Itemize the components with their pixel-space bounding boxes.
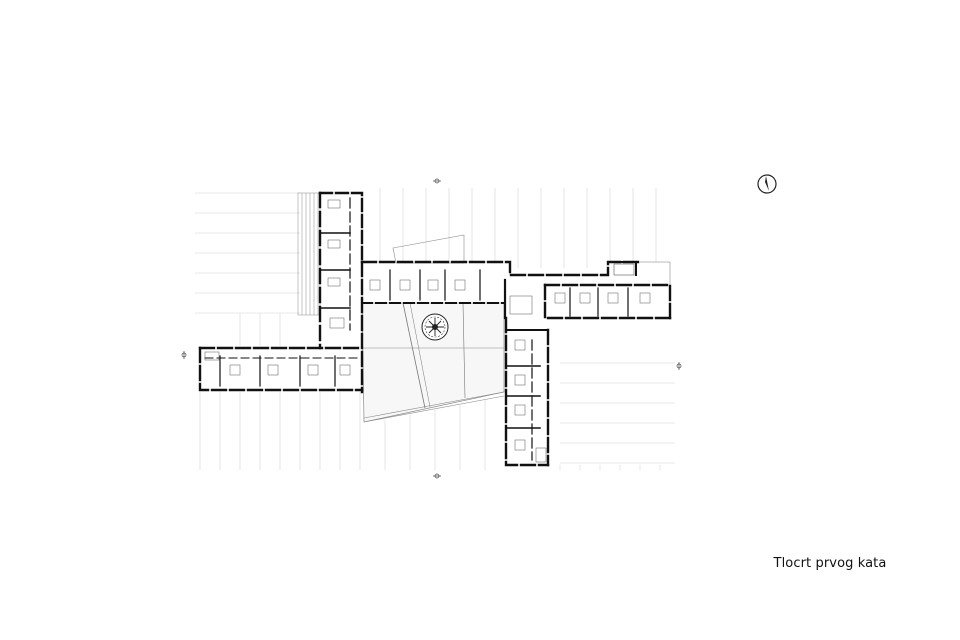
building-walls bbox=[198, 191, 672, 467]
courtyard bbox=[361, 302, 505, 423]
exterior-stair bbox=[297, 192, 321, 316]
section-marker-icon bbox=[181, 178, 682, 479]
site-grid bbox=[195, 188, 675, 470]
north-arrow-icon bbox=[757, 174, 777, 194]
canopy-outline bbox=[392, 234, 465, 264]
tree-icon bbox=[421, 313, 449, 341]
room-furniture bbox=[204, 199, 671, 463]
drawing-caption: Tlocrt prvog kata bbox=[773, 556, 887, 571]
